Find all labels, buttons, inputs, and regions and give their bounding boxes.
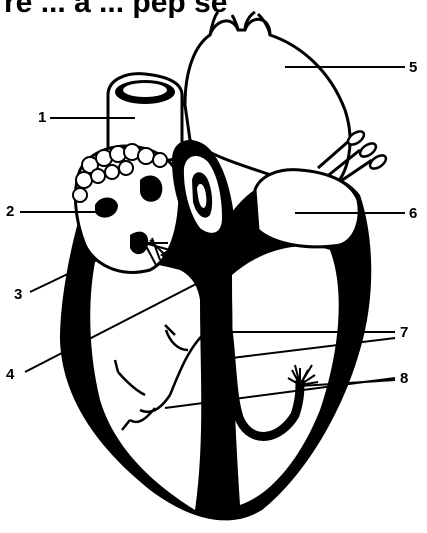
left-atrium	[255, 170, 359, 247]
label-7: 7	[400, 325, 408, 340]
label-8: 8	[400, 371, 408, 386]
label-5: 5	[409, 60, 417, 75]
label-3: 3	[14, 287, 22, 302]
label-6: 6	[409, 206, 417, 221]
label-2: 2	[6, 204, 14, 219]
left-ventricle	[232, 246, 339, 505]
label-4: 4	[6, 367, 14, 382]
label-1: 1	[38, 110, 46, 125]
